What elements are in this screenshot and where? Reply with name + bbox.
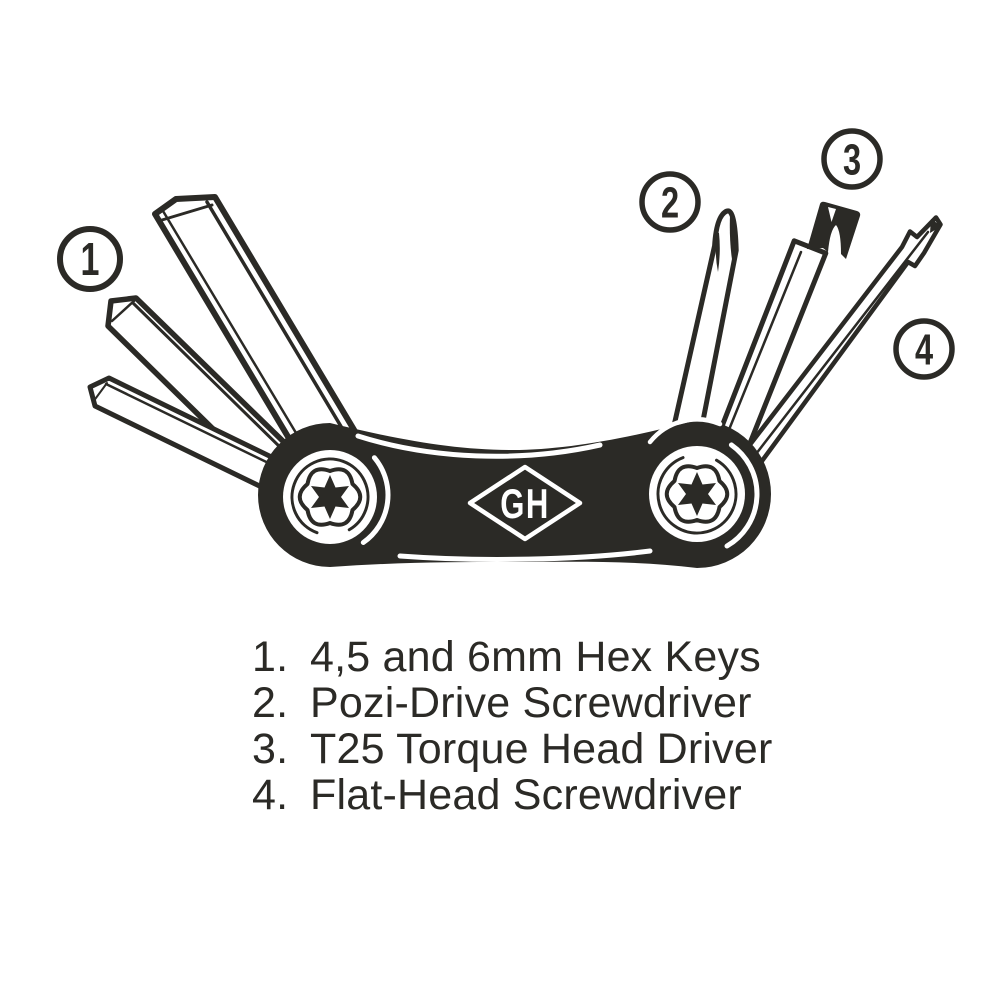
callout-4-number: 4: [915, 326, 934, 375]
legend-item-number: 1.: [252, 633, 289, 681]
legend-item-number: 4.: [252, 771, 289, 819]
hex-key-4mm-icon: [87, 375, 295, 498]
legend-item-label: Flat-Head Screwdriver: [310, 771, 742, 819]
callout-3-circle: [821, 128, 883, 190]
callout-3-number: 3: [843, 136, 861, 185]
legend-item-label: 4,5 and 6mm Hex Keys: [310, 633, 761, 681]
callout-3: 3: [821, 128, 883, 190]
brand-logo-text: GH: [500, 480, 550, 527]
flat-head-bit-icon: [729, 215, 943, 483]
legend-item-number: 3.: [252, 725, 289, 773]
callout-2: 2: [639, 171, 701, 233]
hex-keys-icon: [87, 194, 381, 498]
legend-item-label: Pozi-Drive Screwdriver: [310, 679, 752, 727]
callout-2-number: 2: [661, 179, 679, 228]
multitool-diagram: GH 1 2 3 4: [57, 128, 955, 568]
legend-item-label: T25 Torque Head Driver: [310, 725, 773, 773]
pivot-bolt-left-icon: [283, 450, 377, 544]
pozi-drive-bit-icon: [667, 208, 739, 451]
t25-torx-bit-icon: [710, 201, 861, 464]
legend-item-number: 2.: [252, 679, 289, 727]
callout-1-circle: [57, 226, 123, 292]
multitool-body-icon: [258, 417, 771, 568]
pivot-bolt-right-icon: [649, 446, 745, 542]
callout-1-number: 1: [81, 233, 100, 285]
legend-list: 1. 4,5 and 6mm Hex Keys 2. Pozi-Drive Sc…: [252, 634, 773, 818]
callout-2-circle: [639, 171, 701, 233]
legend-item-1: 1. 4,5 and 6mm Hex Keys: [252, 634, 773, 680]
brand-diamond-icon: GH: [467, 464, 583, 542]
legend-item-4: 4. Flat-Head Screwdriver: [252, 772, 773, 818]
legend-item-2: 2. Pozi-Drive Screwdriver: [252, 680, 773, 726]
callout-4: 4: [893, 318, 955, 380]
callout-1: 1: [57, 226, 123, 292]
legend-item-3: 3. T25 Torque Head Driver: [252, 726, 773, 772]
torx-star-icon: [311, 475, 349, 519]
callout-4-circle: [893, 318, 955, 380]
torx-star-icon: [678, 472, 716, 516]
